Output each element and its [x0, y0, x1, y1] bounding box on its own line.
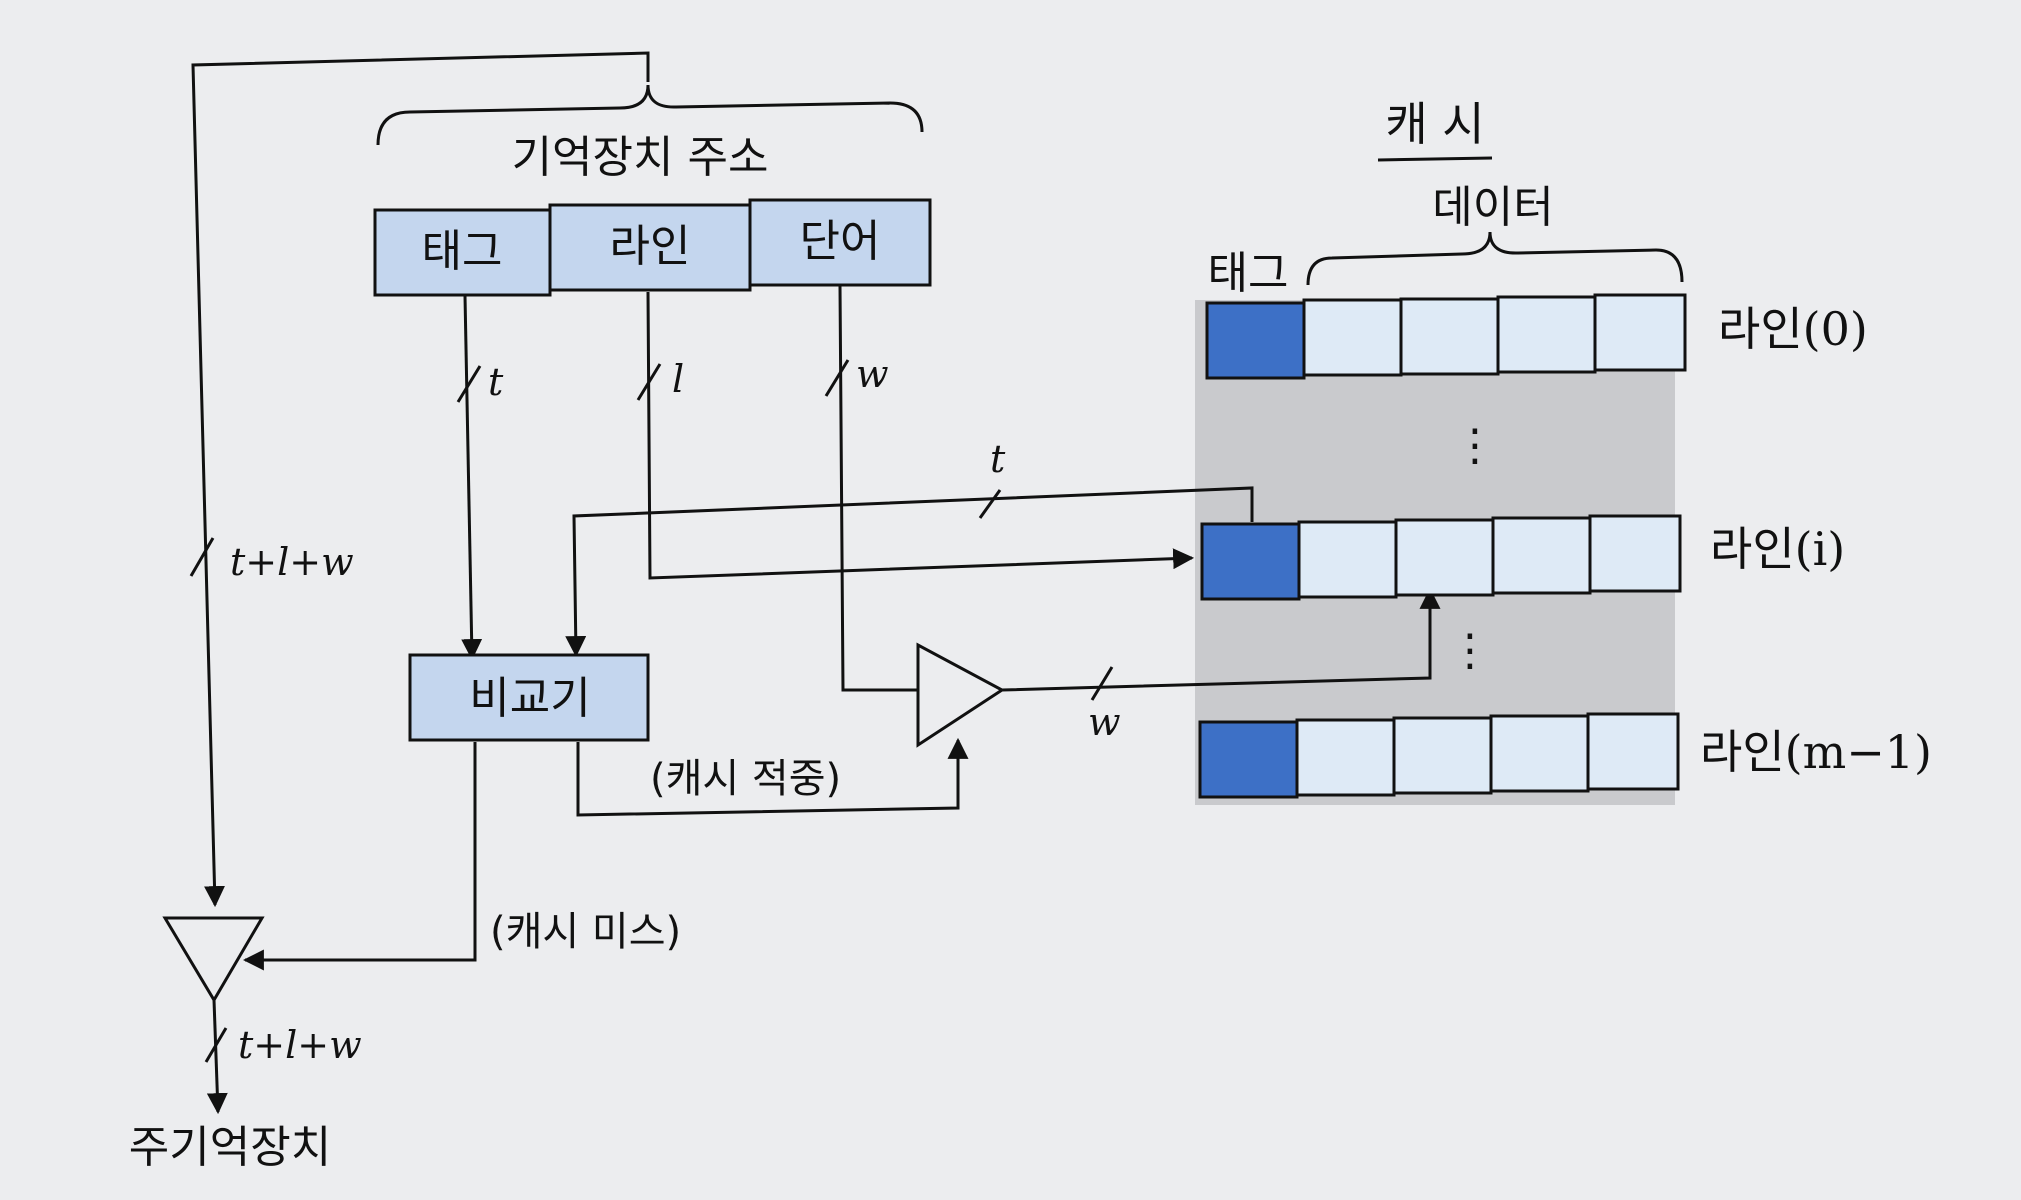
cache-line-i-data [1491, 516, 1592, 595]
address-register: 태그 라인 단어 [373, 198, 932, 297]
word-width-tick [824, 359, 850, 397]
cache-line-m-1 [1198, 712, 1680, 799]
tag-width-tick [456, 365, 482, 403]
word-width-label: w [856, 352, 889, 396]
cache-line-0-data [1302, 298, 1403, 377]
memory-width-label: t+l+w [238, 1023, 362, 1067]
cache-tag-path [565, 486, 1254, 658]
address-field-word-label: 단어 [800, 216, 881, 267]
full-width-tick [189, 537, 215, 577]
cache-line-0-tag [1205, 301, 1306, 380]
address-field-line [548, 203, 752, 292]
cache-line-0 [1205, 293, 1687, 380]
line-width-label: l [672, 357, 684, 401]
comparator-label: 비교기 [469, 673, 590, 724]
address-brace [376, 84, 924, 146]
cache-line-m-1-data [1586, 712, 1680, 791]
cache-data-header: 데이터 [1432, 182, 1553, 233]
miss-buffer [162, 916, 265, 1003]
cache-data-brace [1306, 231, 1684, 286]
hit-buffer [916, 642, 1005, 748]
cache-line-m-1-tag [1198, 720, 1299, 799]
miss-label: (캐시 미스) [490, 909, 681, 955]
cache-title-underline [1377, 156, 1493, 162]
cache-line-i [1200, 514, 1682, 601]
address-field-tag-label: 태그 [422, 226, 503, 277]
cache-line-i-data [1394, 518, 1495, 597]
address-field-line-label: 라인 [610, 221, 691, 272]
memory-width-tick [204, 1027, 228, 1063]
cache-line-i-data [1588, 514, 1682, 593]
memory-path [206, 999, 228, 1115]
line-select-path [646, 291, 1195, 580]
cache-line-m-1-data [1392, 716, 1493, 795]
cache-ellipsis-1: ⋮ [1453, 420, 1497, 471]
cache-tag-width-tick [978, 489, 1002, 519]
cache-title: 캐 시 [1385, 97, 1484, 151]
address-field-word [748, 198, 932, 287]
cache-tag-width-label: t [990, 437, 1006, 481]
cache-line-0-data [1496, 295, 1597, 374]
word-output-label: w [1088, 700, 1121, 744]
cache-line-m-1-label: 라인(m−1) [1700, 725, 1932, 779]
tag-width-label: t [488, 360, 504, 404]
cache-line-m-1-data [1295, 718, 1396, 797]
cache-line-i-label: 라인(i) [1710, 522, 1845, 576]
cache-tag-header: 태그 [1208, 248, 1289, 299]
cache-line-i-tag [1200, 522, 1301, 601]
word-output-path [1001, 587, 1441, 692]
cache-line-i-data [1297, 520, 1398, 599]
cache-line-0-label: 라인(0) [1718, 302, 1868, 356]
tag-path [461, 295, 483, 661]
hit-path [576, 737, 969, 817]
address-title: 기억장치 주소 [512, 132, 769, 183]
cache-line-0-data [1399, 297, 1500, 376]
address-field-tag [373, 208, 552, 297]
hit-label: (캐시 적중) [650, 756, 841, 802]
word-output-tick [1090, 666, 1114, 701]
full-address-path [191, 51, 650, 908]
full-width-label: t+l+w [230, 540, 354, 584]
comparator-box [408, 653, 650, 742]
cache-line-0-data [1593, 293, 1687, 372]
miss-path [242, 742, 477, 971]
main-memory-label: 주기억장치 [129, 1122, 331, 1173]
line-width-tick [636, 363, 662, 401]
cache-line-m-1-data [1489, 714, 1590, 793]
cache-ellipsis-2: ⋮ [1448, 625, 1492, 676]
word-path [838, 285, 918, 692]
